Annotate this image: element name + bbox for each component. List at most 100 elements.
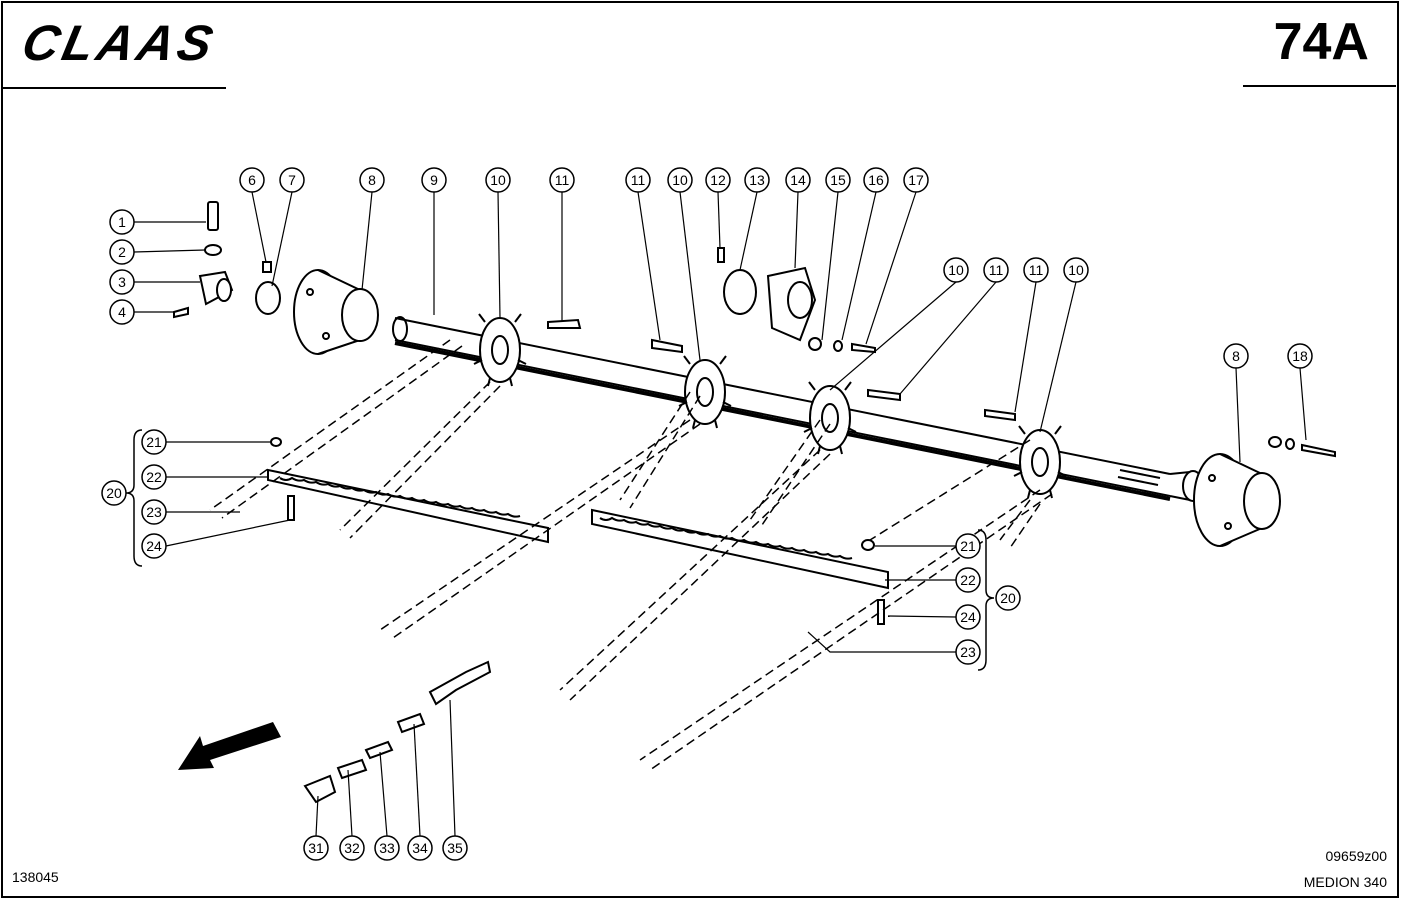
machine-model: MEDION 340 [1303,874,1387,890]
callout-label: 33 [379,840,395,856]
callout-circle [825,167,851,193]
callout-label: 32 [344,840,360,856]
callout-label: 21 [960,538,976,554]
sprocket [473,313,527,387]
callout-label: 17 [908,172,924,188]
callout-label: 2 [118,244,126,260]
callout-label: 1 [118,214,126,230]
callout-circle [141,533,167,559]
callout-circle [943,257,969,283]
group-bracket-right [977,529,995,671]
callout-label: 7 [288,172,296,188]
callout-label: 6 [248,172,256,188]
callout-circle [955,533,981,559]
callout-circle [485,167,511,193]
callout-label: 9 [430,172,438,188]
callout-label: 13 [749,172,765,188]
callout-label: 3 [118,274,126,290]
small-parts [173,201,1336,625]
callout-circle [903,167,929,193]
callout-circle [549,167,575,193]
callout-label: 8 [1232,348,1240,364]
callout-circle [955,567,981,593]
callout-circle [141,429,167,455]
callout-label: 22 [146,469,162,485]
callout-label: 11 [555,172,570,188]
callout-label: 23 [960,644,976,660]
callout-circle [995,585,1021,611]
chain-path-lines [209,339,1053,771]
callout-circle [407,835,433,861]
callout-label: 22 [960,572,976,588]
callout-circle [339,835,365,861]
callout-label: 31 [308,840,324,856]
callout-circle [1063,257,1089,283]
callout-circle [359,167,385,193]
callout-label: 10 [948,262,964,278]
callout-circle [667,167,693,193]
callout-label: 35 [447,840,463,856]
callout-label: 11 [989,262,1004,278]
bearing-flange-right [1193,453,1281,547]
callout-circle [705,167,731,193]
callout-label: 14 [790,172,806,188]
chain-link-parts [303,660,492,804]
callout-label: 10 [672,172,688,188]
callout-circle [744,167,770,193]
callout-circle [109,299,135,325]
callout-circle [442,835,468,861]
callout-circle [955,604,981,630]
callout-label: 24 [146,538,162,554]
callout-circle [863,167,889,193]
callout-circle [101,480,127,506]
callout-circle [1023,257,1049,283]
sprocket [1013,425,1067,499]
callout-label: 10 [1068,262,1084,278]
callout-label: 10 [490,172,506,188]
callout-circle [374,835,400,861]
callout-circle [955,639,981,665]
callout-circle [983,257,1009,283]
page-number: 74A [1273,13,1369,71]
callout-label: 11 [631,172,646,188]
callout-label: 18 [1292,348,1308,364]
leader-lines [133,191,1307,837]
callout-label: 23 [146,504,162,520]
callout-circle [421,167,447,193]
callout-label: 8 [368,172,376,188]
bearing-flange-left [293,269,379,355]
reference-code: 09659z00 [1325,848,1387,864]
callout-label: 20 [106,485,122,501]
callout-circle [785,167,811,193]
callout-circle [109,239,135,265]
callout-label: 15 [830,172,846,188]
sprocket [803,381,857,455]
callout-circle [141,499,167,525]
callout-circle [109,269,135,295]
guide-rail-left [267,468,549,544]
callout-circle [109,209,135,235]
direction-arrow-icon [178,722,281,770]
sprocket [678,355,732,429]
callout-label: 20 [1000,590,1016,606]
group-bracket-left [125,429,143,567]
brand-logo: CLAAS [17,15,222,71]
callout-circle [1287,343,1313,369]
callout-circle [141,464,167,490]
callout-label: 12 [710,172,726,188]
callout-circle [1223,343,1249,369]
callout-label: 34 [412,840,428,856]
callout-label: 24 [960,609,976,625]
callout-circle [279,167,305,193]
callout-label: 21 [146,434,162,450]
callout-circle [625,167,651,193]
callout-label: 16 [868,172,884,188]
guide-rail-right [591,508,889,590]
callout-circle [239,167,265,193]
callout-label: 11 [1029,262,1044,278]
drawing-number: 138045 [12,869,59,885]
callout-circle [303,835,329,861]
